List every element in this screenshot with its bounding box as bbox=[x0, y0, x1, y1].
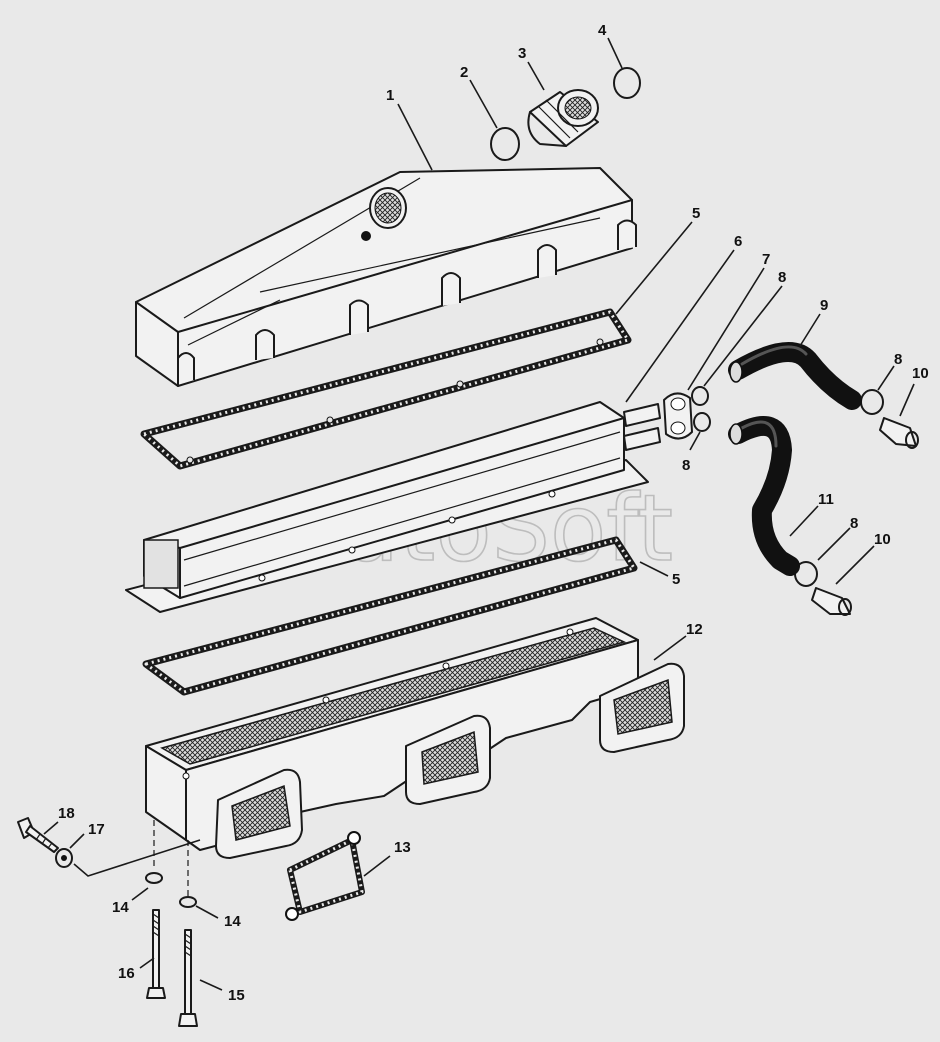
callout-11: 11 bbox=[818, 491, 834, 508]
part-18-bolt bbox=[17, 817, 59, 853]
callout-8-d: 8 bbox=[850, 515, 858, 532]
part-4-o-ring bbox=[613, 67, 641, 99]
part-16-stud-bolt bbox=[146, 909, 166, 999]
part-17-washer bbox=[55, 848, 73, 868]
part-6-cooler-core bbox=[125, 401, 661, 613]
callout-6: 6 bbox=[734, 233, 742, 250]
callout-1: 1 bbox=[386, 87, 394, 104]
part-10-fitting-lower bbox=[811, 587, 852, 616]
callout-3: 3 bbox=[518, 45, 526, 62]
callout-8-a: 8 bbox=[778, 269, 786, 286]
callout-5-upper: 5 bbox=[692, 205, 700, 222]
callout-15: 15 bbox=[228, 987, 245, 1004]
leader-lines bbox=[43, 37, 915, 991]
part-14-washers bbox=[145, 872, 197, 908]
part-5-lower-gasket bbox=[142, 536, 638, 696]
part-11-lower-hose bbox=[728, 416, 800, 576]
part-15-stud-bolt bbox=[178, 929, 198, 1027]
part-5-upper-gasket bbox=[140, 308, 632, 470]
part-9-upper-hose bbox=[728, 342, 862, 410]
callout-18: 18 bbox=[58, 805, 75, 822]
callout-17: 17 bbox=[88, 821, 105, 838]
callout-8-c: 8 bbox=[894, 351, 902, 368]
part-3-sleeve-fitting bbox=[527, 89, 599, 147]
part-1-intake-cover bbox=[135, 167, 637, 387]
callout-5-lower: 5 bbox=[672, 571, 680, 588]
callout-8-b: 8 bbox=[682, 457, 690, 474]
callout-2: 2 bbox=[460, 64, 468, 81]
callout-10-a: 10 bbox=[912, 365, 929, 382]
part-10-fitting-upper bbox=[879, 417, 919, 449]
callout-12: 12 bbox=[686, 621, 703, 638]
callout-13: 13 bbox=[394, 839, 411, 856]
callout-4: 4 bbox=[598, 22, 607, 39]
part-12-intake-manifold bbox=[145, 617, 685, 859]
part-7-connector-plate bbox=[663, 392, 693, 440]
callout-7: 7 bbox=[762, 251, 770, 268]
callout-14-b: 14 bbox=[224, 913, 241, 930]
callout-16: 16 bbox=[118, 965, 135, 982]
part-13-flange-gasket bbox=[285, 831, 365, 921]
callout-labels: 1 2 3 4 5 5 6 7 8 8 8 8 9 10 10 11 12 13… bbox=[58, 22, 929, 1004]
callout-9: 9 bbox=[820, 297, 828, 314]
part-2-o-ring bbox=[490, 127, 520, 161]
callout-14-a: 14 bbox=[112, 899, 129, 916]
callout-10-b: 10 bbox=[874, 531, 891, 548]
